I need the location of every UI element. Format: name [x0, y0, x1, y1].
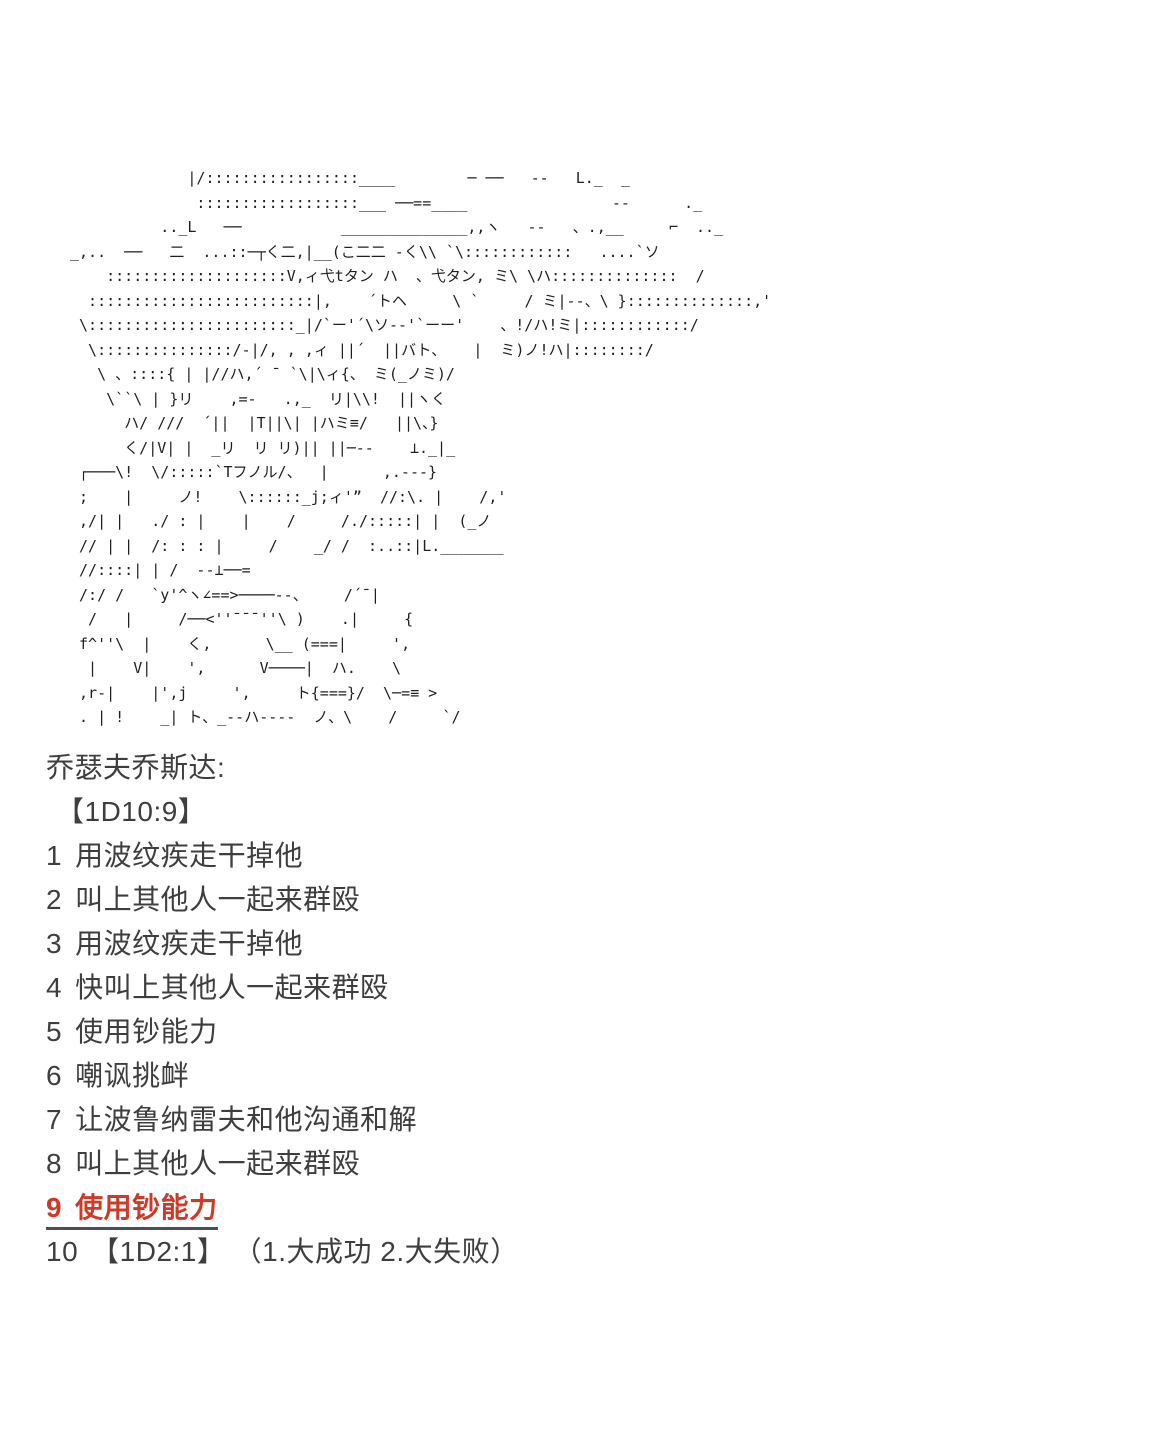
option-text: 用波纹疾走干掉他 [75, 840, 304, 871]
option-number: 3 [46, 928, 63, 959]
option-text: 快叫上其他人一起来群殴 [75, 972, 389, 1003]
option-text: 叫上其他人一起来群殴 [75, 1148, 361, 1179]
option-number: 10 [46, 1236, 79, 1267]
option-row-4: 4 快叫上其他人一起来群殴 [46, 966, 519, 1010]
option-number: 5 [46, 1016, 63, 1047]
dialogue-block: 乔瑟夫乔斯达: 【1D10:9】 1 用波纹疾走干掉他 2 叫上其他人一起来群殴 3… [46, 746, 519, 1274]
option-row-6: 6 嘲讽挑衅 [46, 1054, 519, 1098]
option-text: 让波鲁纳雷夫和他沟通和解 [75, 1104, 418, 1135]
option-row-10: 10 【1D2:1】 （1.大成功 2.大失败） [46, 1230, 519, 1274]
option-row-5: 5 使用钞能力 [46, 1010, 519, 1054]
option-text: 嘲讽挑衅 [75, 1060, 190, 1091]
option-text: 叫上其他人一起来群殴 [75, 884, 361, 915]
highlighted-option: 9 使用钞能力 [46, 1190, 218, 1230]
dice-roll-result: 【1D10:9】 [56, 796, 207, 827]
option-row-8: 8 叫上其他人一起来群殴 [46, 1142, 519, 1186]
option-number: 8 [46, 1148, 63, 1179]
option-row-1: 1 用波纹疾走干掉他 [46, 834, 519, 878]
option-number: 4 [46, 972, 63, 1003]
option-row-2: 2 叫上其他人一起来群殴 [46, 878, 519, 922]
option-number: 2 [46, 884, 63, 915]
option-number: 1 [46, 840, 63, 871]
ascii-art: |/:::::::::::::::::____ ─ ── -- L._ _ ::… [70, 169, 772, 726]
speaker-name: 乔瑟夫乔斯达: [46, 752, 226, 783]
option-number: 6 [46, 1060, 63, 1091]
option-number: 9 [46, 1192, 63, 1223]
option-row-7: 7 让波鲁纳雷夫和他沟通和解 [46, 1098, 519, 1142]
option-row-9: 9 使用钞能力 [46, 1186, 519, 1230]
option-text: 使用钞能力 [75, 1192, 218, 1223]
option-text: 用波纹疾走干掉他 [75, 928, 304, 959]
option-row-3: 3 用波纹疾走干掉他 [46, 922, 519, 966]
option-number: 7 [46, 1104, 63, 1135]
option-text: 使用钞能力 [75, 1016, 218, 1047]
option-text: 【1D2:1】 （1.大成功 2.大失败） [91, 1236, 519, 1267]
